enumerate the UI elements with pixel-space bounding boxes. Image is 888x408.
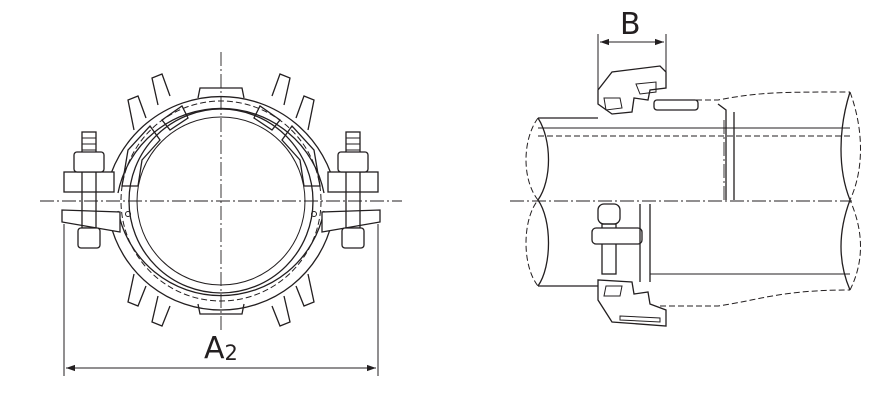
upper-gasket [653,99,699,111]
dim-b-label: B [620,7,641,42]
pipe-right-break [849,91,861,291]
upper-housing [117,107,325,194]
left-nut-top [73,151,105,173]
lower-housing [117,210,325,297]
lower-housing-section [597,279,667,327]
left-bolt-thread [82,137,96,151]
right-bolt-thread [346,137,360,151]
right-nut-top [337,151,369,173]
right-flange [321,209,381,233]
right-flange-upper [327,171,379,193]
upper-housing-rib [105,95,337,193]
side-view: B [510,7,861,327]
lower-lug-left [127,273,171,327]
left-flange-upper [63,171,115,193]
upper-lug-left [127,73,171,131]
left-pin [125,211,131,217]
pipe-left-break-lower [537,117,550,287]
dim-a-label: A2 [204,331,238,366]
right-pin [311,211,317,217]
upper-lug-center [197,87,245,99]
section-nut [591,227,643,245]
center-stop [717,103,735,200]
gasket-segment-top-right [253,105,281,131]
pipe-bottom-edge-right [660,289,851,307]
lower-housing-rib [109,221,333,311]
right-nut-bottom [341,227,365,249]
left-flange [61,209,121,233]
pipe-right-break-2 [840,91,851,291]
left-nut-bottom [77,227,101,249]
pipe-top-edge-right [660,91,851,101]
dim-a-subscript: 2 [225,341,238,365]
pipe-inner-circle [136,116,306,286]
pipe-left-break-upper [525,117,539,287]
gasket-segment-right [281,124,321,187]
upper-housing-section [597,65,667,115]
section-bolt-shank [601,223,617,275]
gasket-segment-top-left [161,105,189,131]
lower-lug-center [197,303,245,315]
upper-housing-detail [603,81,657,111]
section-bolt-head [597,203,621,225]
gasket-segment-left [121,124,161,187]
lower-housing-detail [603,285,661,323]
lower-lug-right [271,273,315,327]
upper-lug-right [271,73,315,131]
gasket-hidden-circle [120,100,322,302]
front-view: A2 [40,52,402,376]
